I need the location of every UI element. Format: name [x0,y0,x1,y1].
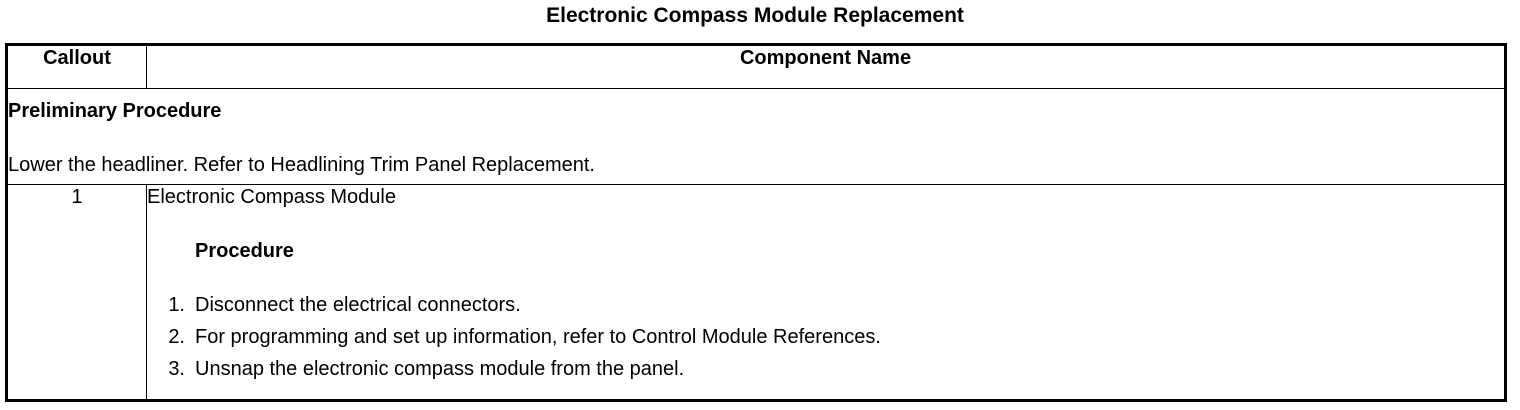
preliminary-title: Preliminary Procedure [8,100,222,122]
list-item: 1. Disconnect the electrical connectors. [147,293,1504,325]
procedure-table: Callout Component Name Preliminary Proce… [5,43,1507,402]
component-name: Electronic Compass Module [147,186,396,208]
list-item: 3. Unsnap the electronic compass module … [147,357,1504,389]
preliminary-cell: Preliminary Procedure Lower the headline… [6,88,1506,185]
component-cell: Electronic Compass Module Procedure 1. D… [146,184,1506,401]
procedure-steps: 1. Disconnect the electrical connectors.… [147,293,1504,389]
step-text: For programming and set up information, … [195,326,881,348]
callout-cell: 1 [6,184,147,401]
preliminary-text: Lower the headliner. Refer to Headlining… [8,154,595,176]
preliminary-row: Preliminary Procedure Lower the headline… [6,88,1506,185]
table-header-row: Callout Component Name [6,44,1506,89]
table-row: 1 Electronic Compass Module Procedure 1.… [6,184,1506,401]
list-item: 2. For programming and set up informatio… [147,325,1504,357]
step-text: Disconnect the electrical connectors. [195,294,521,316]
document-title: Electronic Compass Module Replacement [546,4,964,27]
column-header-component-name: Component Name [146,44,1506,89]
procedure-title: Procedure [195,240,294,262]
step-number: 3. [168,358,185,380]
step-number: 1. [168,294,185,316]
column-header-callout: Callout [6,44,147,89]
step-text: Unsnap the electronic compass module fro… [195,358,685,380]
step-number: 2. [168,326,185,348]
